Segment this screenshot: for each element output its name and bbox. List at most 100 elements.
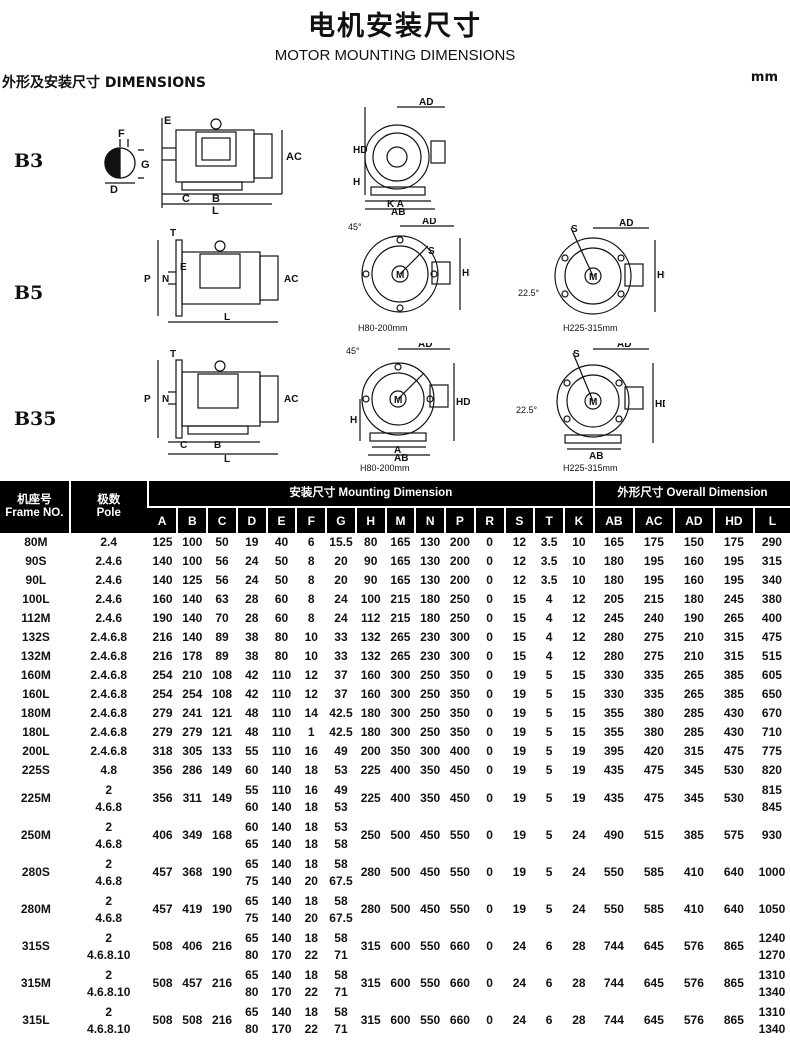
b5-flange-large-drawing: AD S HF M [545,218,665,322]
cell-f: 8 [296,571,326,590]
cell-value: 65 [245,893,259,908]
svg-text:K A: K A [387,199,404,210]
cell-c: 56 [215,554,229,568]
cell-frame: 280M [20,902,51,916]
cell-s: 19 [512,902,527,916]
cell-r: 0 [486,1013,493,1027]
cell-value: 50 [274,573,289,587]
cell-ac: 215 [643,592,664,606]
cell-p: 300 [449,649,470,663]
cell-ac: 240 [643,611,664,625]
b3-side-view-drawing: E C B L AC [152,108,302,216]
cell-k: 15 [572,668,586,682]
cell-b: 286 [182,763,203,777]
cell-h: 180 [360,706,381,720]
cell-k: 10 [572,554,586,568]
cell-p: 300 [449,630,470,644]
cell-b: 100 [182,535,203,549]
cell-value: 1340 [758,984,786,999]
cell-l: 775 [754,742,790,761]
cell-value: 48 [245,706,259,720]
cell-g: 33 [326,647,356,666]
cell-ad: 315 [683,744,704,758]
cell-g: 20 [326,571,356,590]
b3-end-view-drawing: AD HD H K A AB [345,97,465,215]
cell-k: 28 [572,939,586,953]
cell-m: 265 [390,630,411,644]
cell-f: 8 [296,590,326,609]
cell-a: 508 [152,976,173,990]
column-header-t: T [533,506,564,533]
svg-text:HF: HF [657,270,665,281]
column-header-l: L [752,506,790,533]
cell-frame: 112M [21,611,51,625]
column-header-a: A [147,506,178,533]
cell-h: 200 [360,744,381,758]
cell-e: 40 [267,533,297,552]
cell-s: 19 [512,687,527,701]
cell-h: 315 [360,939,381,953]
cell-k: 15 [572,725,586,739]
cell-value: 60 [245,763,259,777]
cell-p: 350 [449,706,470,720]
svg-text:AD: AD [617,343,631,350]
cell-value: 4.8 [100,763,118,777]
cell-r: 0 [486,791,493,805]
cell-e: 50 [267,552,297,571]
svg-text:L: L [224,312,230,323]
cell-g: 37 [326,685,356,704]
caption-b35-large: H225-315mm [563,463,618,473]
cell-a: 254 [152,687,173,701]
cell-s: 19 [512,865,527,879]
cell-frame: 280S [21,865,50,879]
cell-value: 4.6.8.10 [87,1021,131,1036]
cell-pole: 2.4.6.8 [70,723,148,742]
cell-t: 5 [545,902,553,916]
cell-c: 108 [212,687,233,701]
cell-n: 250 [420,725,441,739]
cell-m: 265 [390,649,411,663]
cell-h: 225 [360,763,381,777]
cell-hd: 575 [723,828,744,842]
cell-k: 19 [572,744,586,758]
column-header-d: D [235,506,267,533]
cell-p: 660 [449,1013,470,1027]
cell-f: 12 [296,666,326,685]
cell-value: 67.5 [329,910,353,925]
cell-s: 15 [512,630,527,644]
page-subtitle: MOTOR MOUNTING DIMENSIONS [274,47,516,64]
cell-c: 190 [212,865,233,879]
page-title: 电机安装尺寸 [308,11,482,42]
cell-s: 19 [512,791,527,805]
cell-g: 37 [326,666,356,685]
cell-value: 2.4 [100,535,118,549]
cell-d: 38 [237,628,267,647]
cell-a: 279 [152,706,173,720]
cell-value: 38 [245,649,259,663]
cell-frame: 225M [20,791,51,805]
cell-value: 48 [245,725,259,739]
pole-header: 极数 Pole [68,481,148,533]
svg-text:G: G [141,159,150,171]
cell-t: 5 [545,828,553,842]
cell-d: 42 [237,666,267,685]
cell-pole: 4.8 [70,761,148,780]
overall-dimension-header: 外形尺寸 Overall Dimension [592,481,790,507]
cell-r: 0 [486,763,493,777]
column-header-ad: AD [672,506,714,533]
cell-ab: 180 [603,573,624,587]
cell-f: 8 [296,609,326,628]
cell-hd: 175 [723,535,744,549]
cell-h: 225 [360,791,381,805]
cell-p: 550 [449,902,470,916]
cell-frame: 315S [21,939,50,953]
